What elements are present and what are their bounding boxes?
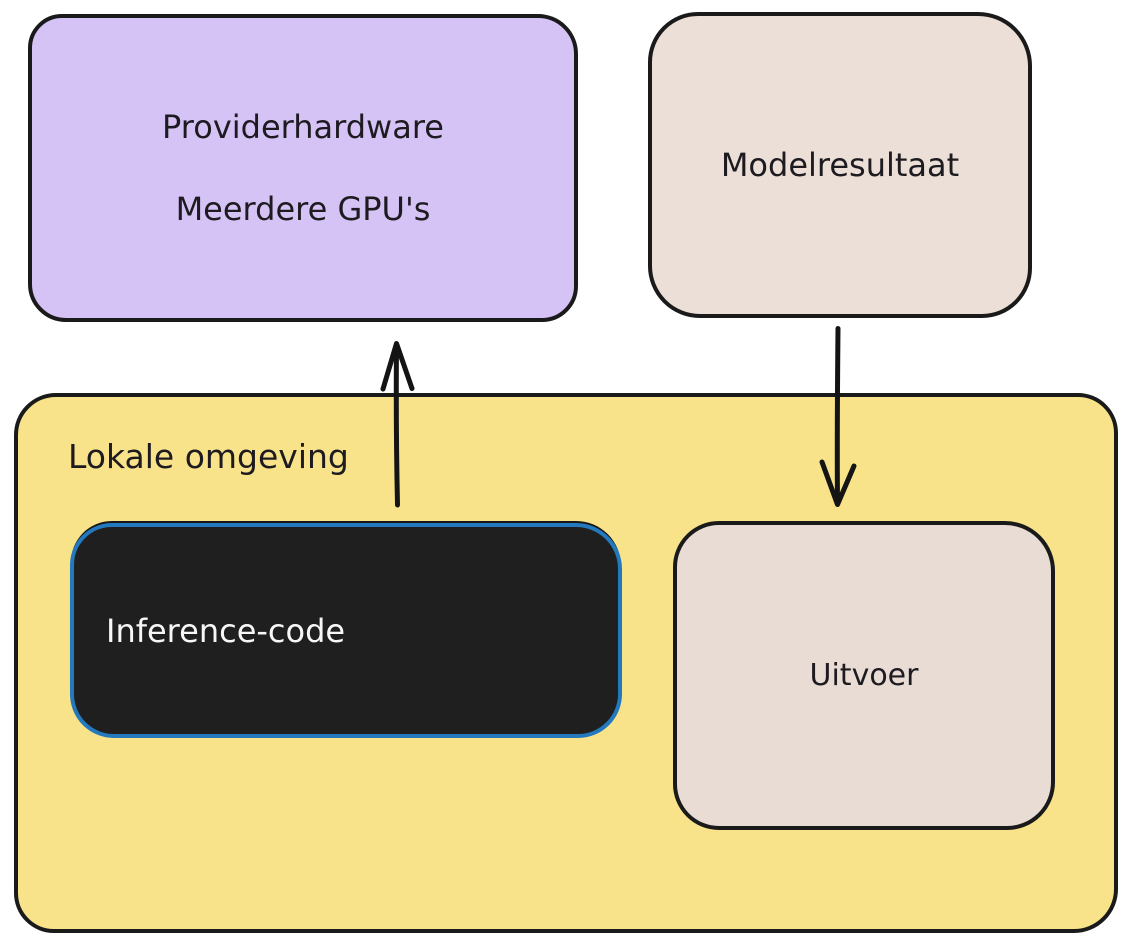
node-provider-hardware: Providerhardware Meerdere GPU's	[28, 14, 578, 322]
node-output: Uitvoer	[673, 521, 1055, 830]
model-result-label: Modelresultaat	[720, 146, 960, 184]
provider-hardware-label: Providerhardware	[162, 108, 444, 146]
provider-gpus-label: Meerdere GPU's	[175, 190, 431, 228]
node-inference-code: Inference-code	[70, 523, 622, 738]
output-label: Uitvoer	[809, 658, 919, 693]
node-model-result: Modelresultaat	[648, 12, 1032, 318]
inference-code-label: Inference-code	[106, 611, 346, 650]
local-environment-label: Lokale omgeving	[68, 437, 349, 476]
